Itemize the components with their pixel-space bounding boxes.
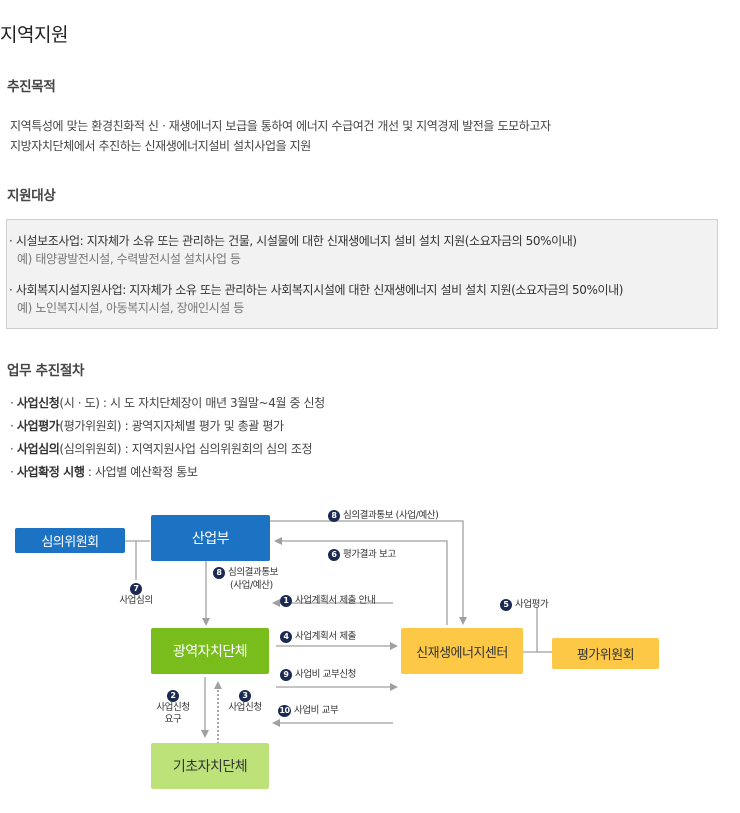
step-number-badge: 3	[239, 690, 251, 702]
target-item: · 사회복지시설지원사업: 지자체가 소유 또는 관리하는 사회복지시설에 대한…	[9, 281, 623, 317]
target-box: · 시설보조사업: 지자체가 소유 또는 관리하는 건물, 시설물에 대한 신재…	[6, 219, 718, 329]
section-title-purpose: 추진목적	[7, 79, 56, 95]
step-number-badge: 2	[167, 690, 179, 702]
process-flow-diagram: 심의위원회 산업부 광역자치단체 신재생에너지센터 평가위원회 기초자치단체 8…	[0, 500, 740, 813]
step-number-badge: 4	[280, 631, 292, 643]
step-number-badge: 5	[500, 599, 512, 611]
step-number-badge: 10	[278, 705, 291, 717]
procedure-item: · 사업심의(심의위원회) : 지역지원사업 심의위원회의 심의 조정	[10, 442, 313, 456]
target-item-example: 예) 태양광발전시설, 수력발전시설 설치사업 등	[17, 252, 241, 266]
step-number-badge: 9	[280, 669, 292, 681]
step-7-label: 7 사업심의	[119, 583, 153, 606]
node-ministry: 산업부	[151, 515, 270, 561]
node-metro-government: 광역자치단체	[151, 628, 269, 674]
step-number-badge: 6	[328, 549, 340, 561]
step-3-label: 3 사업신청	[228, 690, 262, 713]
section-title-procedure: 업무 추진절차	[7, 363, 85, 379]
node-evaluation-committee: 평가위원회	[552, 638, 659, 669]
procedure-item: · 사업확정 시행 : 사업별 예산확정 통보	[10, 465, 198, 479]
purpose-line: 지방자치단체에서 추진하는 신재생에너지설비 설치사업을 지원	[10, 139, 311, 153]
node-renewable-energy-center: 신재생에너지센터	[401, 628, 523, 674]
step-number-badge: 8	[328, 510, 340, 522]
step-number-badge: 1	[280, 595, 292, 607]
target-item-text: · 시설보조사업: 지자체가 소유 또는 관리하는 건물, 시설물에 대한 신재…	[9, 234, 577, 248]
node-committee: 심의위원회	[15, 528, 125, 553]
procedure-item: · 사업신청(시 · 도) : 시 도 자치단체장이 매년 3월말~4월 중 신…	[10, 396, 325, 410]
target-item: · 시설보조사업: 지자체가 소유 또는 관리하는 건물, 시설물에 대한 신재…	[9, 232, 577, 268]
step-number-badge: 7	[130, 583, 142, 595]
procedure-item: · 사업평가(평가위원회) : 광역지자체별 평가 및 총괄 평가	[10, 419, 284, 433]
step-2-label: 2 사업신청 요구	[156, 690, 190, 725]
purpose-line: 지역특성에 맞는 환경친화적 신 · 재생에너지 보급을 통하여 에너지 수급여…	[10, 119, 551, 133]
target-item-example: 예) 노인복지시설, 아동복지시설, 장애인시설 등	[17, 301, 244, 315]
purpose-text: 지역특성에 맞는 환경친화적 신 · 재생에너지 보급을 통하여 에너지 수급여…	[10, 116, 551, 156]
procedure-list: · 사업신청(시 · 도) : 시 도 자치단체장이 매년 3월말~4월 중 신…	[10, 392, 325, 484]
node-local-government: 기초자치단체	[151, 743, 269, 789]
step-8-label-left-sub: (사업/예산)	[230, 580, 273, 591]
page-title: 지역지원	[0, 24, 68, 46]
section-title-target: 지원대상	[7, 188, 56, 204]
step-number-badge: 8	[213, 567, 225, 579]
target-item-text: · 사회복지시설지원사업: 지자체가 소유 또는 관리하는 사회복지시설에 대한…	[9, 283, 624, 297]
